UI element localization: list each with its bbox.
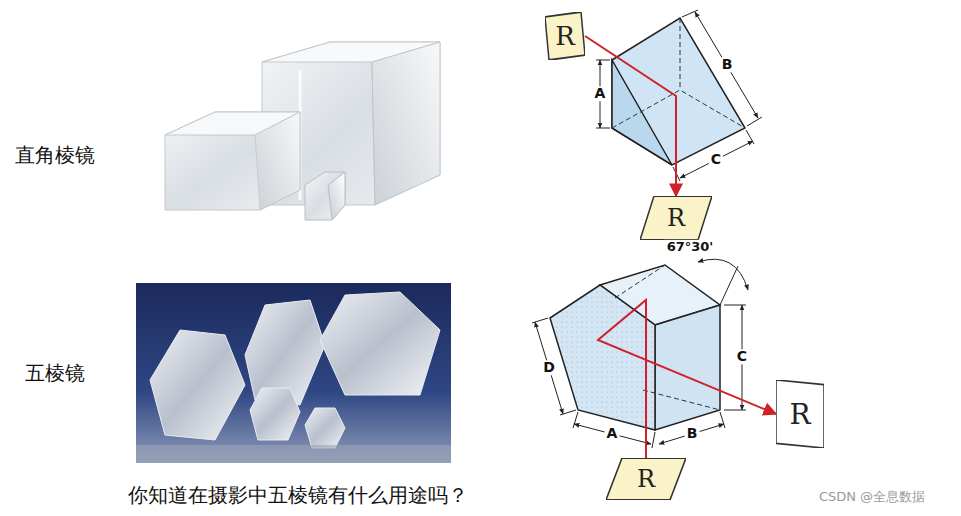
prism-photo [165, 42, 440, 220]
r-card: R [545, 12, 585, 60]
right-angle-prism-drawing [596, 10, 762, 181]
dimension-label: A [593, 86, 608, 101]
watermark: CSDN @全息数据 [819, 490, 925, 504]
card-shape [545, 12, 585, 60]
dimension-label: B [720, 57, 735, 72]
dimension-label: A [605, 426, 620, 441]
text-label: 你知道在摄影中五棱镜有什么用途吗？ [128, 484, 468, 506]
light-ray [598, 300, 776, 458]
text-label: 五棱镜 [25, 362, 85, 384]
dimension-label: C [735, 349, 749, 364]
dimension-label: 67°30' [665, 240, 716, 254]
r-card: R [606, 458, 686, 500]
text-label: 直角棱镜 [15, 144, 95, 166]
card-letter: R [640, 196, 712, 240]
dimension-label: B [685, 426, 700, 441]
dimension-label: C [709, 152, 723, 167]
r-card: R [640, 196, 712, 240]
light-ray [585, 36, 676, 196]
pentaprism-photo [136, 283, 451, 463]
card-shape [776, 380, 824, 448]
r-card: R [776, 380, 824, 448]
card-letter: R [545, 12, 585, 60]
dimension-label: D [541, 360, 557, 375]
card-letter: R [776, 380, 824, 448]
card-shape [640, 196, 712, 240]
pentaprism-drawing [532, 259, 748, 448]
card-shape [606, 458, 686, 500]
card-letter: R [606, 458, 686, 500]
